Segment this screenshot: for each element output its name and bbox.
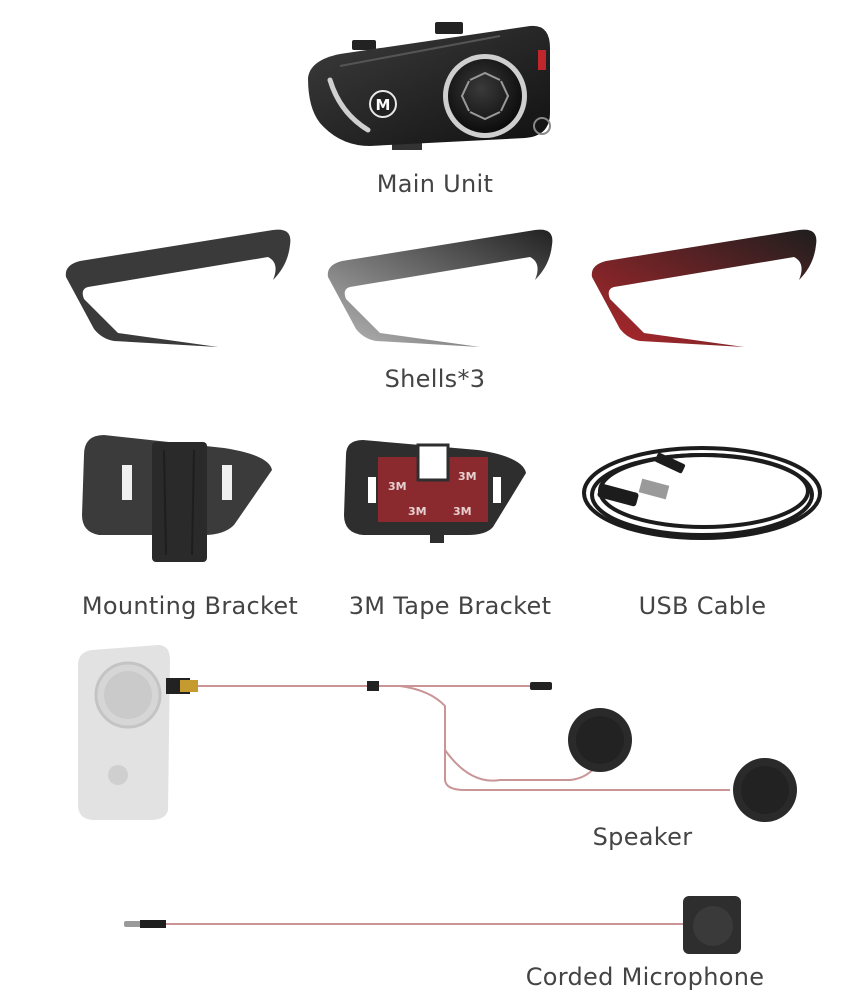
label-usb-cable: USB Cable (638, 592, 767, 620)
label-tape-bracket: 3M Tape Bracket (348, 592, 552, 620)
label-mounting-bracket: Mounting Bracket (81, 592, 299, 620)
main-unit-logo: M (376, 96, 391, 114)
corded-microphone-image (118, 888, 748, 958)
tape-mark-4: 3M (453, 505, 472, 518)
label-shells: Shells*3 (384, 365, 486, 393)
tape-mark-1: 3M (388, 480, 407, 493)
tape-mark-2: 3M (458, 470, 477, 483)
shell-silver-image (320, 225, 555, 350)
label-speaker: Speaker (592, 823, 693, 851)
label-corded-microphone: Corded Microphone (525, 963, 765, 991)
tape-bracket-image: 3M 3M 3M 3M (338, 435, 533, 550)
speaker-assembly-image (70, 640, 810, 830)
mounting-bracket-image (74, 430, 279, 565)
main-unit-image: M (300, 18, 565, 158)
tape-mark-3: 3M (408, 505, 427, 518)
label-main-unit: Main Unit (376, 170, 494, 198)
shell-dark-image (58, 225, 293, 350)
usb-cable-image (580, 438, 825, 548)
shell-red-image (584, 225, 819, 350)
